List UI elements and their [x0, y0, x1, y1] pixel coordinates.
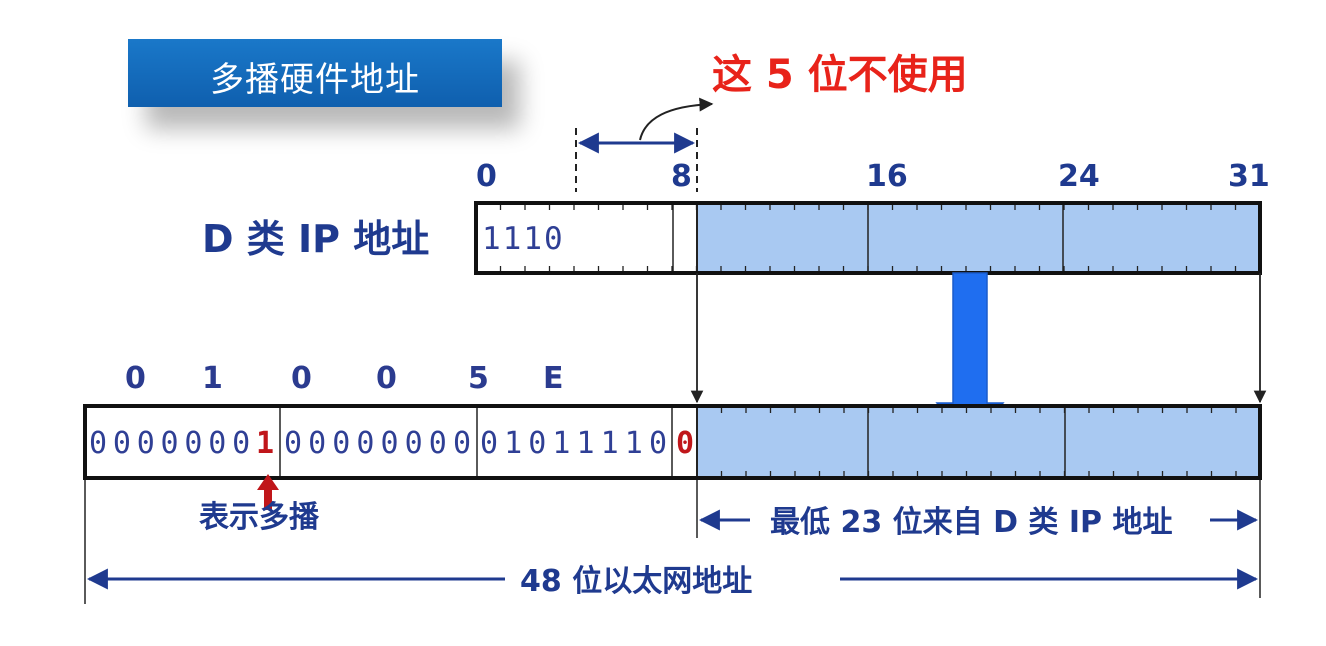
hex-label-3: 0 — [291, 361, 312, 396]
title-text: 多播硬件地址 — [210, 60, 420, 100]
hex-label-1: 0 — [125, 361, 146, 396]
ethernet-label: 48 位以太网地址 — [520, 564, 752, 599]
mac-low-23-bits-fill — [697, 406, 1260, 478]
title-banner: 多播硬件地址 — [128, 39, 502, 107]
ip-prefix-bits: 1110 — [482, 221, 565, 257]
ip-address-box: 1110 — [474, 201, 1262, 275]
ip-tick-31: 31 — [1228, 159, 1270, 194]
note-pointer-arrow — [639, 97, 714, 141]
low-bits-label: 最低 23 位来自 D 类 IP 地址 — [770, 505, 1172, 540]
multicast-label: 表示多播 — [199, 500, 320, 535]
hex-label-2: 1 — [202, 361, 223, 396]
unused-bits-note: 这 5 位不使用 — [712, 52, 968, 98]
ip-address-label: D 类 IP 地址 — [202, 217, 429, 261]
multicast-flag-bit: 1 — [256, 426, 274, 461]
ip-tick-8: 8 — [671, 159, 692, 194]
ip-tick-0: 0 — [476, 159, 497, 194]
hex-label-6: E — [543, 361, 564, 396]
hex-label-5: 5 — [468, 361, 489, 396]
hex-label-4: 0 — [376, 361, 397, 396]
ip-tick-16: 16 — [866, 159, 908, 194]
mac-fixed-zero-bit: 0 — [676, 426, 694, 461]
ip-tick-24: 24 — [1058, 159, 1100, 194]
ip-low-23-bits-fill — [697, 203, 1260, 273]
multicast-bit-arrow — [257, 474, 279, 510]
mac-byte1-prefix: 0000000 — [89, 426, 250, 461]
